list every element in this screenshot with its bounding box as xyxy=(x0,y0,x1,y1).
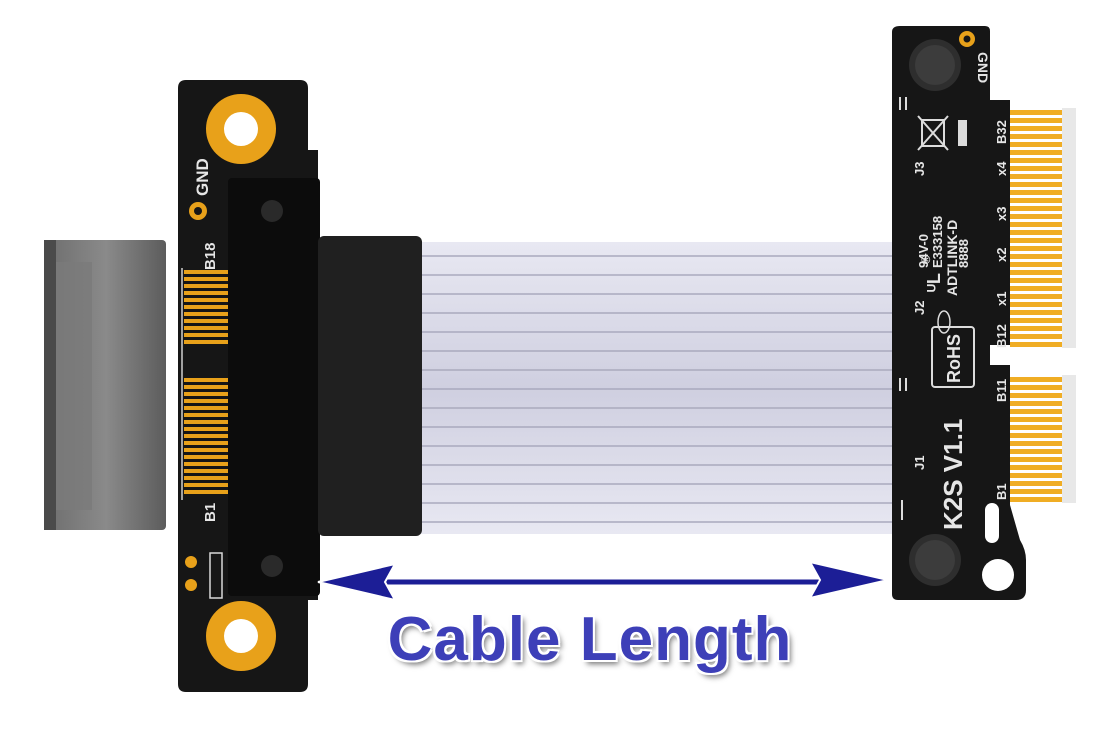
brand-label: ADTLINK-D xyxy=(944,220,960,296)
arrowhead-left xyxy=(317,562,397,602)
lane-label-x4: x4 xyxy=(994,161,1009,176)
svg-text:®: ® xyxy=(919,255,933,264)
right-pcb-board: GND J3 J2 J1 94V-0 E333158 ADTLINK-D 888… xyxy=(892,26,1076,600)
date-code: 8888 xyxy=(956,239,971,268)
jumper-label-j3: J3 xyxy=(912,162,927,176)
small-pad xyxy=(185,556,197,568)
model-label: K2S V1.1 xyxy=(938,419,968,530)
jumper-label-j1: J1 xyxy=(912,456,927,470)
lane-label-x3: x3 xyxy=(994,207,1009,221)
gold-finger-row xyxy=(1010,110,1064,347)
rohs-badge: RoHS xyxy=(931,310,975,388)
rohs-label: RoHS xyxy=(944,334,964,383)
pin-label-b1: B1 xyxy=(202,503,219,522)
rating-label: 94V-0 xyxy=(916,234,931,268)
leaf-icon xyxy=(937,310,951,334)
pin-label-b32: B32 xyxy=(994,120,1009,144)
gold-finger-row xyxy=(1010,377,1064,502)
cable-length-arrow xyxy=(317,560,889,602)
gnd-label: GND xyxy=(193,158,212,196)
arrowhead-right xyxy=(808,560,889,600)
pin-label-b18: B18 xyxy=(202,242,219,270)
left-pcb-board: GND B18 B1 xyxy=(44,80,422,692)
jumper-label-j2: J2 xyxy=(912,301,927,315)
slot-housing xyxy=(228,178,320,596)
lane-label-x2: x2 xyxy=(994,248,1009,262)
pin-label-b11: B11 xyxy=(994,379,1009,402)
gold-pin-row xyxy=(184,378,228,494)
mounting-hole xyxy=(982,559,1014,591)
gold-pin-row xyxy=(184,270,228,344)
ribbon-cable xyxy=(420,242,895,534)
cert-label: E333158 xyxy=(930,216,945,268)
pin-label-b12: B12 xyxy=(994,324,1009,348)
cable-length-caption: Cable Length xyxy=(387,605,793,674)
weee-bin-icon xyxy=(917,115,949,151)
gnd-label: GND xyxy=(975,52,991,83)
small-pad xyxy=(185,579,197,591)
ul-mark-icon: ᵁL xyxy=(924,273,944,292)
pin-label-b1: B1 xyxy=(994,483,1009,500)
lane-label-x1: x1 xyxy=(994,292,1009,306)
